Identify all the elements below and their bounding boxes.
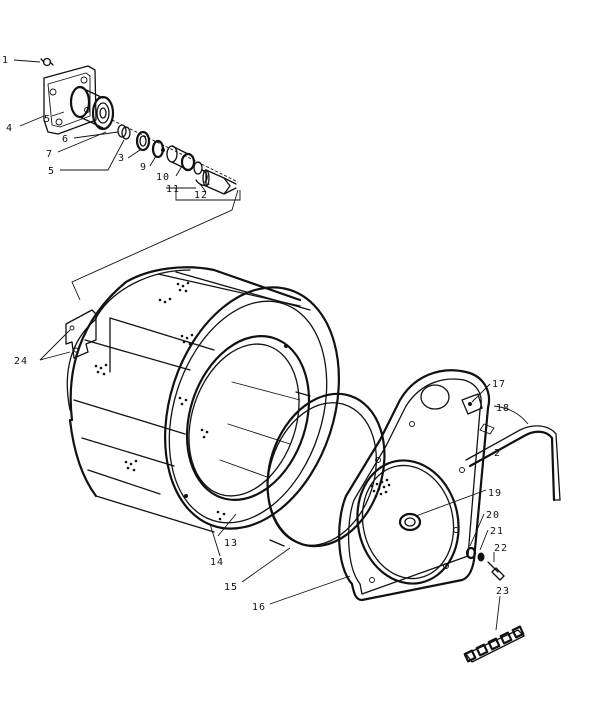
bushing-part — [117, 124, 131, 140]
leader-lines — [13, 59, 529, 631]
callout-labels: 1 4 5 6 7 3 9 5 10 11 12 24 13 14 15 16 … — [2, 55, 510, 613]
callout-6: 6 — [62, 134, 69, 145]
callout-5-upper: 5 — [44, 114, 51, 125]
callout-2: 2 — [494, 448, 501, 459]
callout-21: 21 — [490, 526, 504, 537]
rear-bulkhead-part — [338, 369, 495, 602]
bolt-part — [487, 561, 505, 581]
callout-23: 23 — [496, 586, 510, 597]
roller-set-part — [463, 625, 525, 663]
hardware-parts — [465, 546, 505, 581]
callout-17: 17 — [492, 379, 506, 390]
callout-5-lower: 5 — [48, 166, 55, 177]
ring-part — [135, 130, 151, 152]
callout-14: 14 — [210, 557, 224, 568]
callout-13: 13 — [224, 538, 238, 549]
callout-1: 1 — [2, 55, 9, 66]
callout-11: 11 — [166, 184, 180, 195]
support-rod-part — [465, 425, 561, 502]
callout-7: 7 — [46, 149, 53, 160]
clip-part — [193, 161, 210, 187]
callout-18: 18 — [496, 403, 510, 414]
callout-19: 19 — [488, 488, 502, 499]
drum-part — [65, 266, 340, 533]
mounting-bracket-part — [65, 309, 97, 359]
nut-part — [465, 546, 477, 560]
felt-seal-part — [266, 391, 386, 548]
callout-10: 10 — [156, 172, 170, 183]
callout-3: 3 — [118, 153, 125, 164]
drum-perforations — [94, 281, 226, 521]
callout-20: 20 — [486, 510, 500, 521]
screen-perforations — [370, 478, 391, 498]
callout-9: 9 — [140, 162, 147, 173]
callout-24: 24 — [14, 356, 28, 367]
shaft-part — [202, 169, 237, 195]
rear-bracket-part — [461, 393, 483, 415]
washer-part — [477, 552, 485, 562]
callout-12: 12 — [194, 190, 208, 201]
mounting-plate — [43, 65, 97, 135]
callout-15: 15 — [224, 582, 238, 593]
callout-16: 16 — [252, 602, 266, 613]
screw-part — [40, 57, 54, 67]
callout-4: 4 — [6, 123, 13, 134]
bearing-housing-assembly — [40, 57, 239, 301]
callout-22: 22 — [494, 543, 508, 554]
bearing-housing-part — [69, 85, 115, 131]
sleeve-part — [161, 145, 196, 172]
